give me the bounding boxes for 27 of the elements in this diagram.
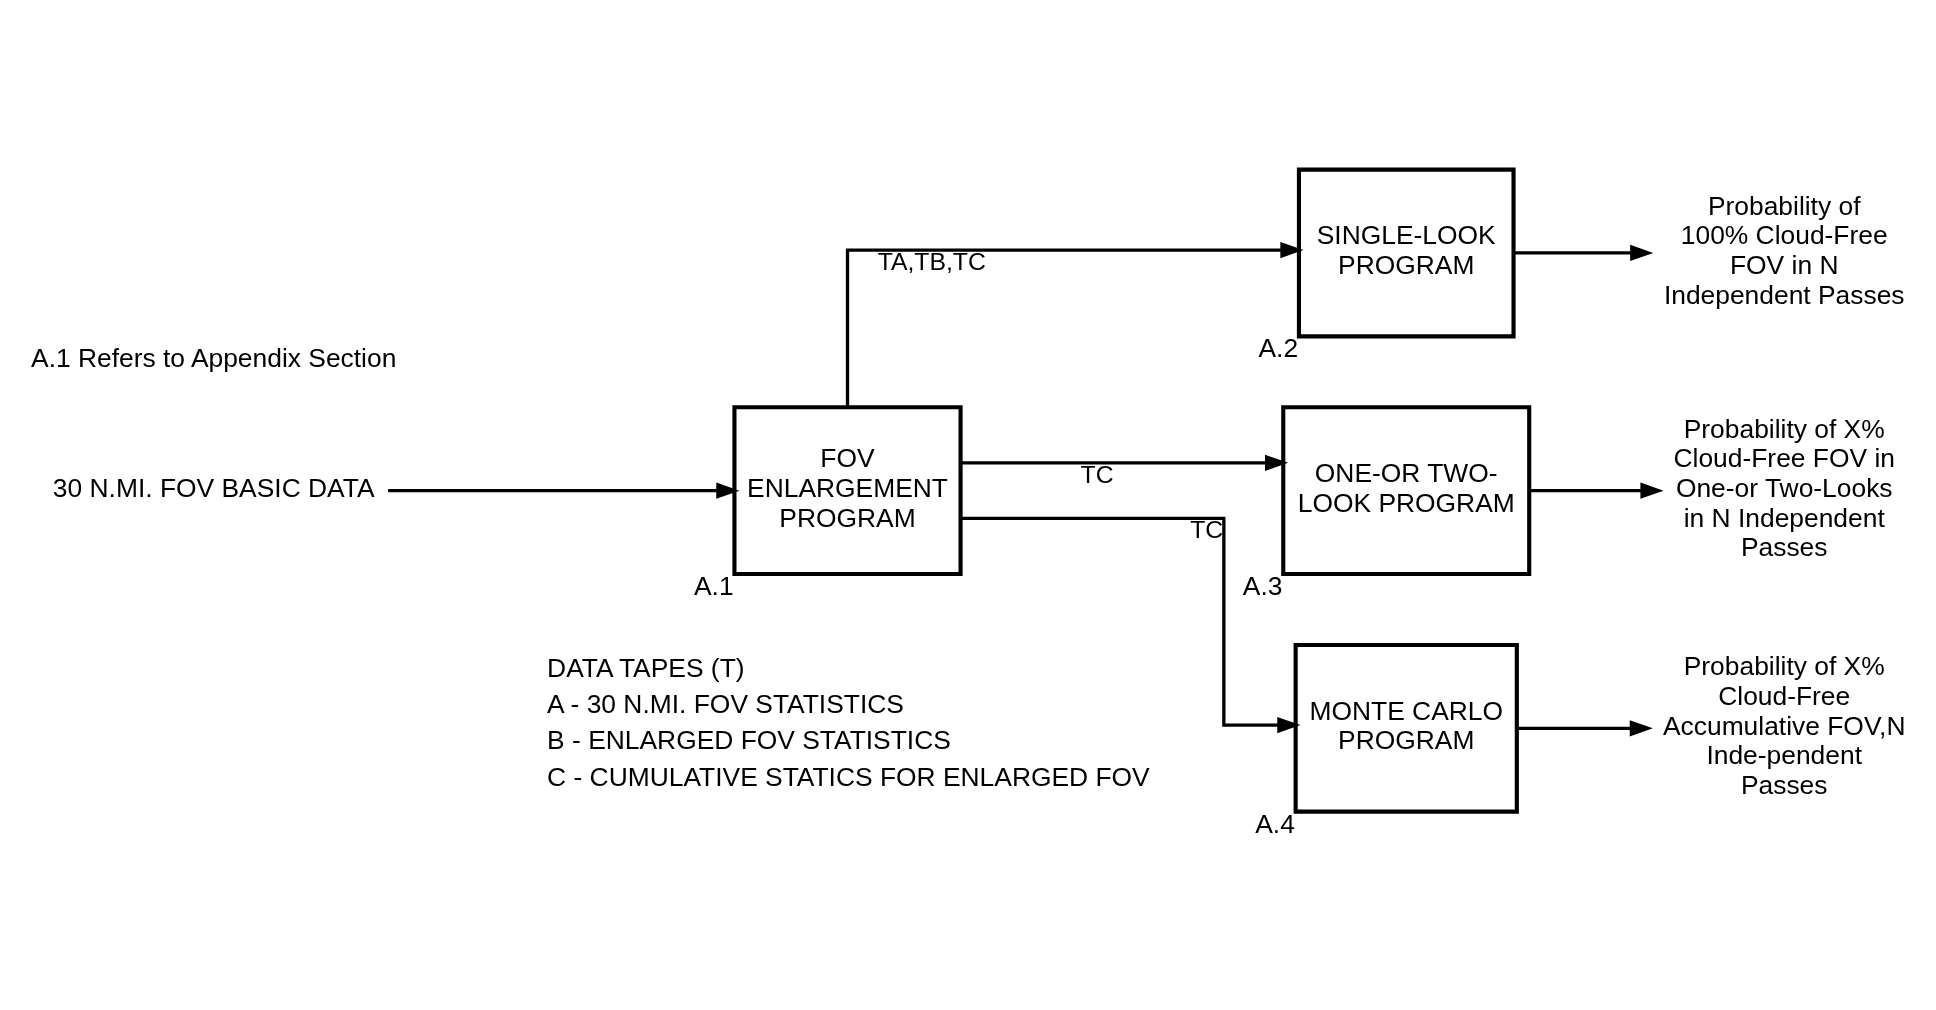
node-box: ONE-OR TWO-LOOK PROGRAM [1281, 404, 1532, 576]
node-box: FOV ENLARGEMENT PROGRAM [732, 404, 963, 576]
arrow [388, 482, 740, 499]
node-text: Probability of X% Cloud-Free Accumulative FOV,N Inde-pendent Passes [1662, 650, 1906, 800]
node-text: Probability of X% Cloud-Free FOV in One-or Two-Looks in N Independent Passes [1673, 413, 1895, 562]
label: DATA TAPES (T) [547, 652, 745, 683]
node-text: Probability of 100% Cloud-Free FOV in N Independent Passes [1663, 190, 1905, 310]
arrow [845, 241, 1304, 407]
arrow [1513, 244, 1654, 261]
edge-label: TC [1190, 515, 1224, 543]
node-box: SINGLE-LOOK PROGRAM [1296, 167, 1516, 338]
node-label: A.2 [1258, 332, 1299, 363]
label: A.1 Refers to Appendix Section [31, 342, 397, 373]
label: A - 30 N.MI. FOV STATISTICS [547, 688, 904, 719]
node-label: A.3 [1242, 570, 1283, 601]
node-label: A.1 [693, 570, 734, 601]
label: B - ENLARGED FOV STATISTICS [547, 724, 951, 755]
edge-label: TA,TB,TC [877, 247, 986, 275]
label: C - CUMULATIVE STATICS FOR ENLARGED FOV [547, 761, 1150, 792]
arrow [960, 516, 1301, 733]
node-label: A.4 [1255, 808, 1295, 839]
node-box: MONTE CARLO PROGRAM [1293, 642, 1519, 814]
arrow [1529, 482, 1664, 499]
arrow [1517, 719, 1653, 736]
node-text: 30 N.MI. FOV BASIC DATA [52, 472, 375, 503]
edge-label: TC [1080, 460, 1114, 488]
arrow [960, 454, 1289, 471]
